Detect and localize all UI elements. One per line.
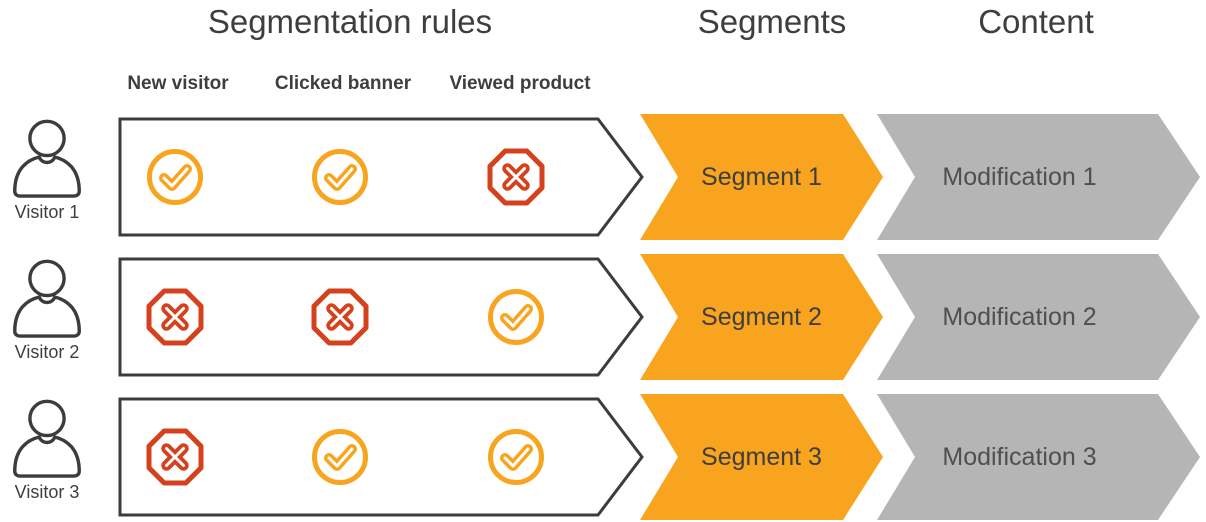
row-shapes bbox=[118, 114, 1200, 240]
modification-arrow bbox=[877, 254, 1200, 380]
visitor-row: Visitor 2 Segment 2 Modification 2 bbox=[0, 252, 1206, 382]
visitor-label: Visitor 2 bbox=[14, 342, 80, 362]
status-icon bbox=[486, 427, 546, 487]
cross-octagon-icon bbox=[146, 288, 204, 346]
segment-label: Segment 1 bbox=[701, 162, 822, 191]
cross-octagon-icon bbox=[487, 148, 545, 206]
rule-column-viewed-product: Viewed product bbox=[449, 73, 591, 94]
visitor-row: Visitor 3 Segment 3 Modification 3 bbox=[0, 392, 1206, 522]
visitor-row: Visitor 1 Segment 1 Modification 1 bbox=[0, 112, 1206, 242]
status-icon bbox=[310, 287, 370, 347]
status-icon bbox=[310, 427, 370, 487]
modification-arrow bbox=[877, 394, 1200, 520]
visitor-label: Visitor 3 bbox=[14, 482, 80, 502]
segment-label: Segment 2 bbox=[701, 302, 822, 331]
person-icon bbox=[13, 119, 81, 198]
modification-label: Modification 2 bbox=[942, 302, 1097, 331]
segment-label: Segment 3 bbox=[701, 442, 822, 471]
row-shapes bbox=[118, 394, 1200, 520]
status-icon bbox=[310, 147, 370, 207]
rules-box bbox=[118, 257, 644, 377]
rule-column-new-visitor: New visitor bbox=[127, 73, 229, 94]
segmentation-rules-heading: Segmentation rules bbox=[207, 3, 493, 40]
rules-box bbox=[118, 397, 644, 517]
segment-arrow bbox=[640, 394, 883, 520]
status-icon bbox=[145, 147, 205, 207]
visitor-label: Visitor 1 bbox=[14, 202, 80, 222]
person-icon bbox=[13, 399, 81, 478]
modification-label: Modification 3 bbox=[942, 442, 1097, 471]
segment-arrow bbox=[640, 114, 883, 240]
status-icon bbox=[145, 427, 205, 487]
segments-heading: Segments bbox=[697, 3, 847, 40]
cross-octagon-icon bbox=[146, 428, 204, 486]
rule-column-clicked-banner: Clicked banner bbox=[274, 73, 412, 94]
status-icon bbox=[486, 287, 546, 347]
content-heading: Content bbox=[978, 3, 1094, 40]
status-icon bbox=[486, 147, 546, 207]
modification-arrow bbox=[877, 114, 1200, 240]
check-circle-icon bbox=[312, 149, 368, 205]
row-shapes bbox=[118, 254, 1200, 380]
check-circle-icon bbox=[488, 289, 544, 345]
check-circle-icon bbox=[147, 149, 203, 205]
check-circle-icon bbox=[312, 429, 368, 485]
check-circle-icon bbox=[488, 429, 544, 485]
rules-box bbox=[118, 117, 644, 237]
cross-octagon-icon bbox=[311, 288, 369, 346]
person-icon bbox=[13, 259, 81, 338]
status-icon bbox=[145, 287, 205, 347]
segment-arrow bbox=[640, 254, 883, 380]
modification-label: Modification 1 bbox=[942, 162, 1097, 191]
